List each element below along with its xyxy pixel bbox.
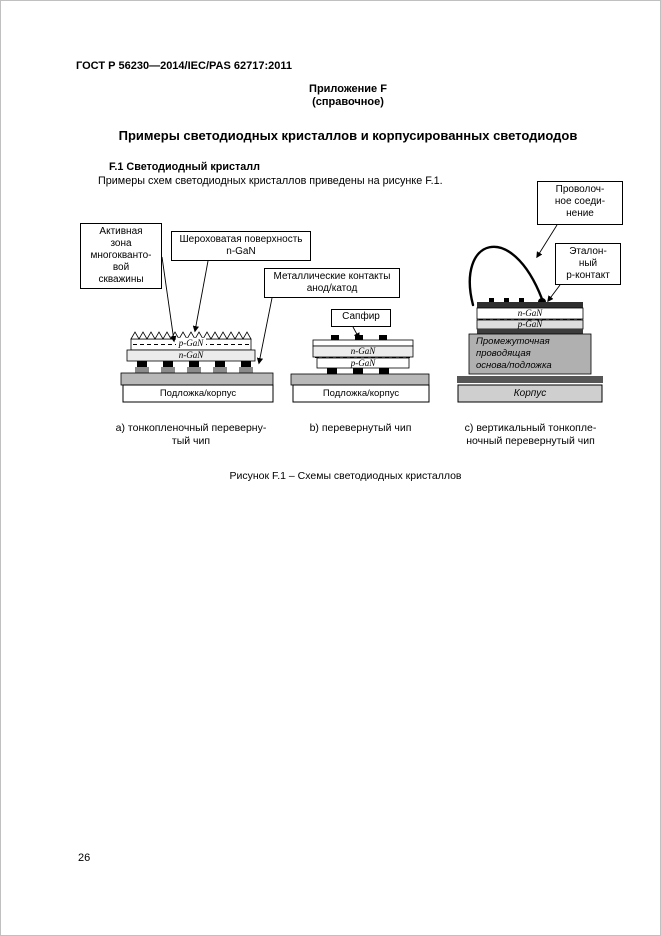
annex-heading: Приложение F (справочное) xyxy=(76,83,620,109)
die-attach-bar xyxy=(457,376,603,383)
metal-contacts-label: Металлические контакты анод/катод xyxy=(264,268,400,298)
chip-b-caption: b) перевернутый чип xyxy=(309,422,412,434)
chip-b-p-gan-label: p-GaN xyxy=(350,358,376,368)
active-zone-label: Активная зона многокванто- вой скважины xyxy=(80,223,162,289)
chip-a-submount xyxy=(120,372,274,386)
chip-a-contact-bumps xyxy=(137,361,251,367)
chip-b-submount xyxy=(290,373,430,386)
chip-c-package-label: Корпус xyxy=(513,388,547,399)
reference-contact-callout-line xyxy=(547,284,561,303)
bond-wire xyxy=(468,245,544,307)
active-zone-callout-line xyxy=(161,256,177,343)
wire-ball-bond xyxy=(538,298,546,306)
chip-c-interlayer-label: Промежуточная проводящая основа/подложка xyxy=(476,336,552,371)
chip-b-base-label: Подложка/корпус xyxy=(322,388,400,399)
wire-bond-label: Проволоч- ное соеди- нение xyxy=(537,181,623,225)
page-title: Примеры светодиодных кристаллов и корпус… xyxy=(118,128,578,143)
chip-c-caption: c) вертикальный тонкопле- ночный перевер… xyxy=(464,422,597,447)
annex-title: Приложение F xyxy=(309,83,387,95)
intro-text: Примеры схем светодиодных кристаллов при… xyxy=(98,175,443,187)
chip-a-pillars xyxy=(135,367,253,374)
page-number: 26 xyxy=(78,852,91,864)
sapphire-callout-line xyxy=(352,326,360,340)
chip-c-n-gan-label: n-GaN xyxy=(517,308,543,318)
chip-c-top-ticks xyxy=(489,298,524,302)
bonding-metal-bar xyxy=(477,329,583,334)
chip-b-top-contacts xyxy=(331,335,387,340)
chip-b-contact-bumps xyxy=(327,368,389,374)
reference-contact-label: Эталон- ный p-контакт xyxy=(555,243,621,285)
figure-caption: Рисунок F.1 – Схемы светодиодных кристал… xyxy=(229,470,462,482)
metal-contacts-callout-line xyxy=(256,297,273,365)
sapphire-label: Сапфир xyxy=(331,309,391,327)
annex-subtitle: (справочное) xyxy=(312,96,384,108)
chip-a-caption: a) тонкопленочный переверну- тый чип xyxy=(115,422,267,447)
chip-b-n-gan-label: n-GaN xyxy=(350,346,376,356)
chip-a-p-gan-label: p-GaN xyxy=(161,338,221,349)
chip-a-base-label: Подложка/корпус xyxy=(159,388,237,399)
section-heading: F.1 Светодиодный кристалл xyxy=(109,161,260,173)
chip-c-p-gan-label: p-GaN xyxy=(517,319,543,329)
chip-a-n-gan-label: n-GaN xyxy=(178,350,204,360)
rough-surface-label: Шероховатая поверхность n-GaN xyxy=(171,231,311,261)
doc-number: ГОСТ Р 56230—2014/IEC/PAS 62717:2011 xyxy=(76,60,292,72)
rough-surface-callout-line xyxy=(192,260,209,333)
wire-bond-callout-line xyxy=(536,224,558,259)
